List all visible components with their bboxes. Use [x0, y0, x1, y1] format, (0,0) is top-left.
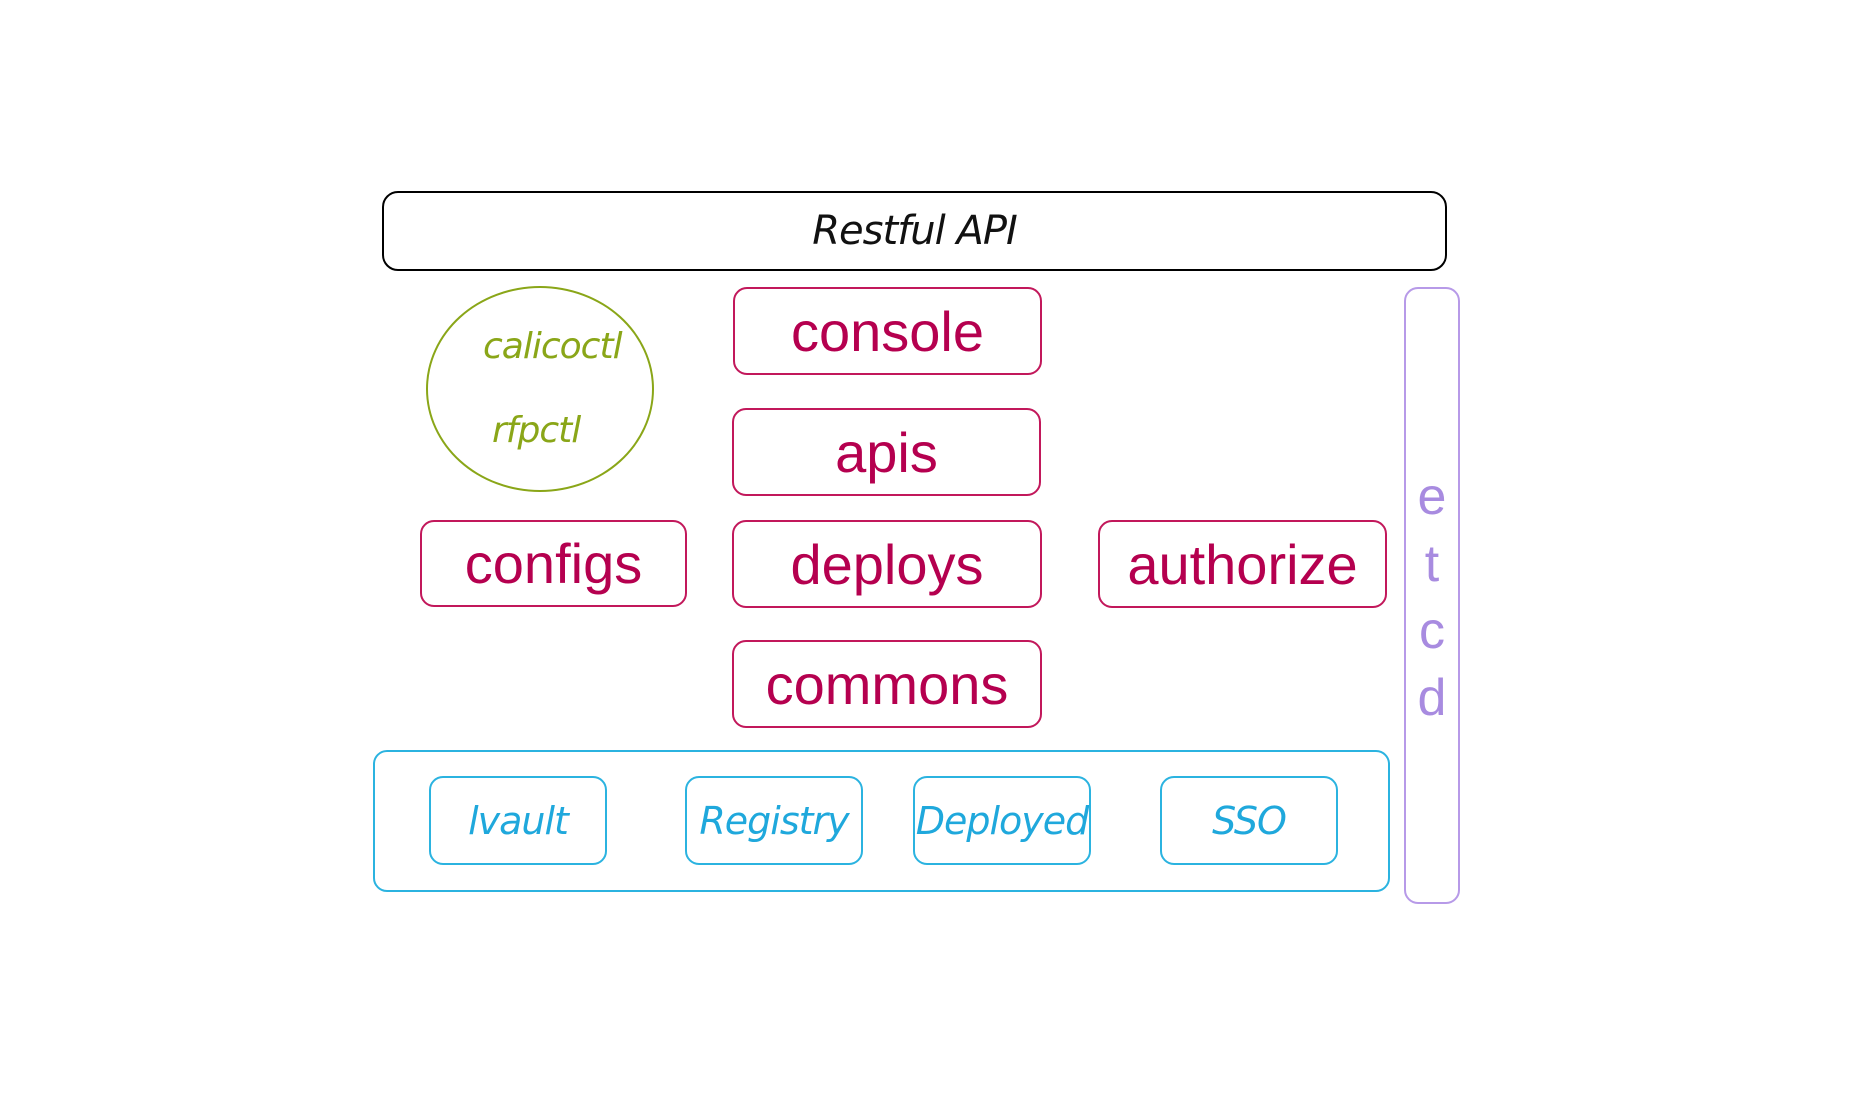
module-commons: commons — [732, 640, 1042, 728]
module-deploys: deploys — [732, 520, 1042, 608]
etcd-letter-t: t — [1424, 535, 1440, 593]
module-configs: configs — [420, 520, 687, 607]
infra-lvault: lvault — [429, 776, 607, 865]
module-deploys-label: deploys — [790, 532, 984, 596]
infra-registry: Registry — [685, 776, 863, 865]
etcd-letter-e: e — [1417, 468, 1447, 526]
etcd-bar: e t c d — [1404, 287, 1460, 904]
module-commons-label: commons — [765, 652, 1009, 716]
restful-api-label: Restful API — [812, 208, 1017, 254]
etcd-letter-c: c — [1419, 602, 1445, 660]
module-configs-label: configs — [464, 532, 643, 595]
tools-circle: calicoctl rfpctl — [426, 286, 654, 492]
module-console-label: console — [790, 299, 985, 363]
module-apis: apis — [732, 408, 1041, 496]
tool-calicoctl-label: calicoctl — [483, 326, 623, 367]
infra-lvault-label: lvault — [468, 798, 569, 843]
module-apis-label: apis — [835, 420, 938, 484]
etcd-letter-d: d — [1417, 669, 1447, 727]
infrastructure-container — [373, 750, 1390, 892]
infra-sso-label: SSO — [1212, 798, 1287, 843]
module-authorize-label: authorize — [1127, 532, 1358, 596]
infra-sso: SSO — [1160, 776, 1338, 865]
infra-registry-label: Registry — [699, 798, 849, 843]
restful-api-bar: Restful API — [382, 191, 1447, 271]
tool-rfpctl-label: rfpctl — [492, 410, 581, 451]
module-console: console — [733, 287, 1042, 375]
module-authorize: authorize — [1098, 520, 1387, 608]
infra-deployed-label: Deployed — [915, 798, 1090, 843]
infra-deployed: Deployed — [913, 776, 1091, 865]
